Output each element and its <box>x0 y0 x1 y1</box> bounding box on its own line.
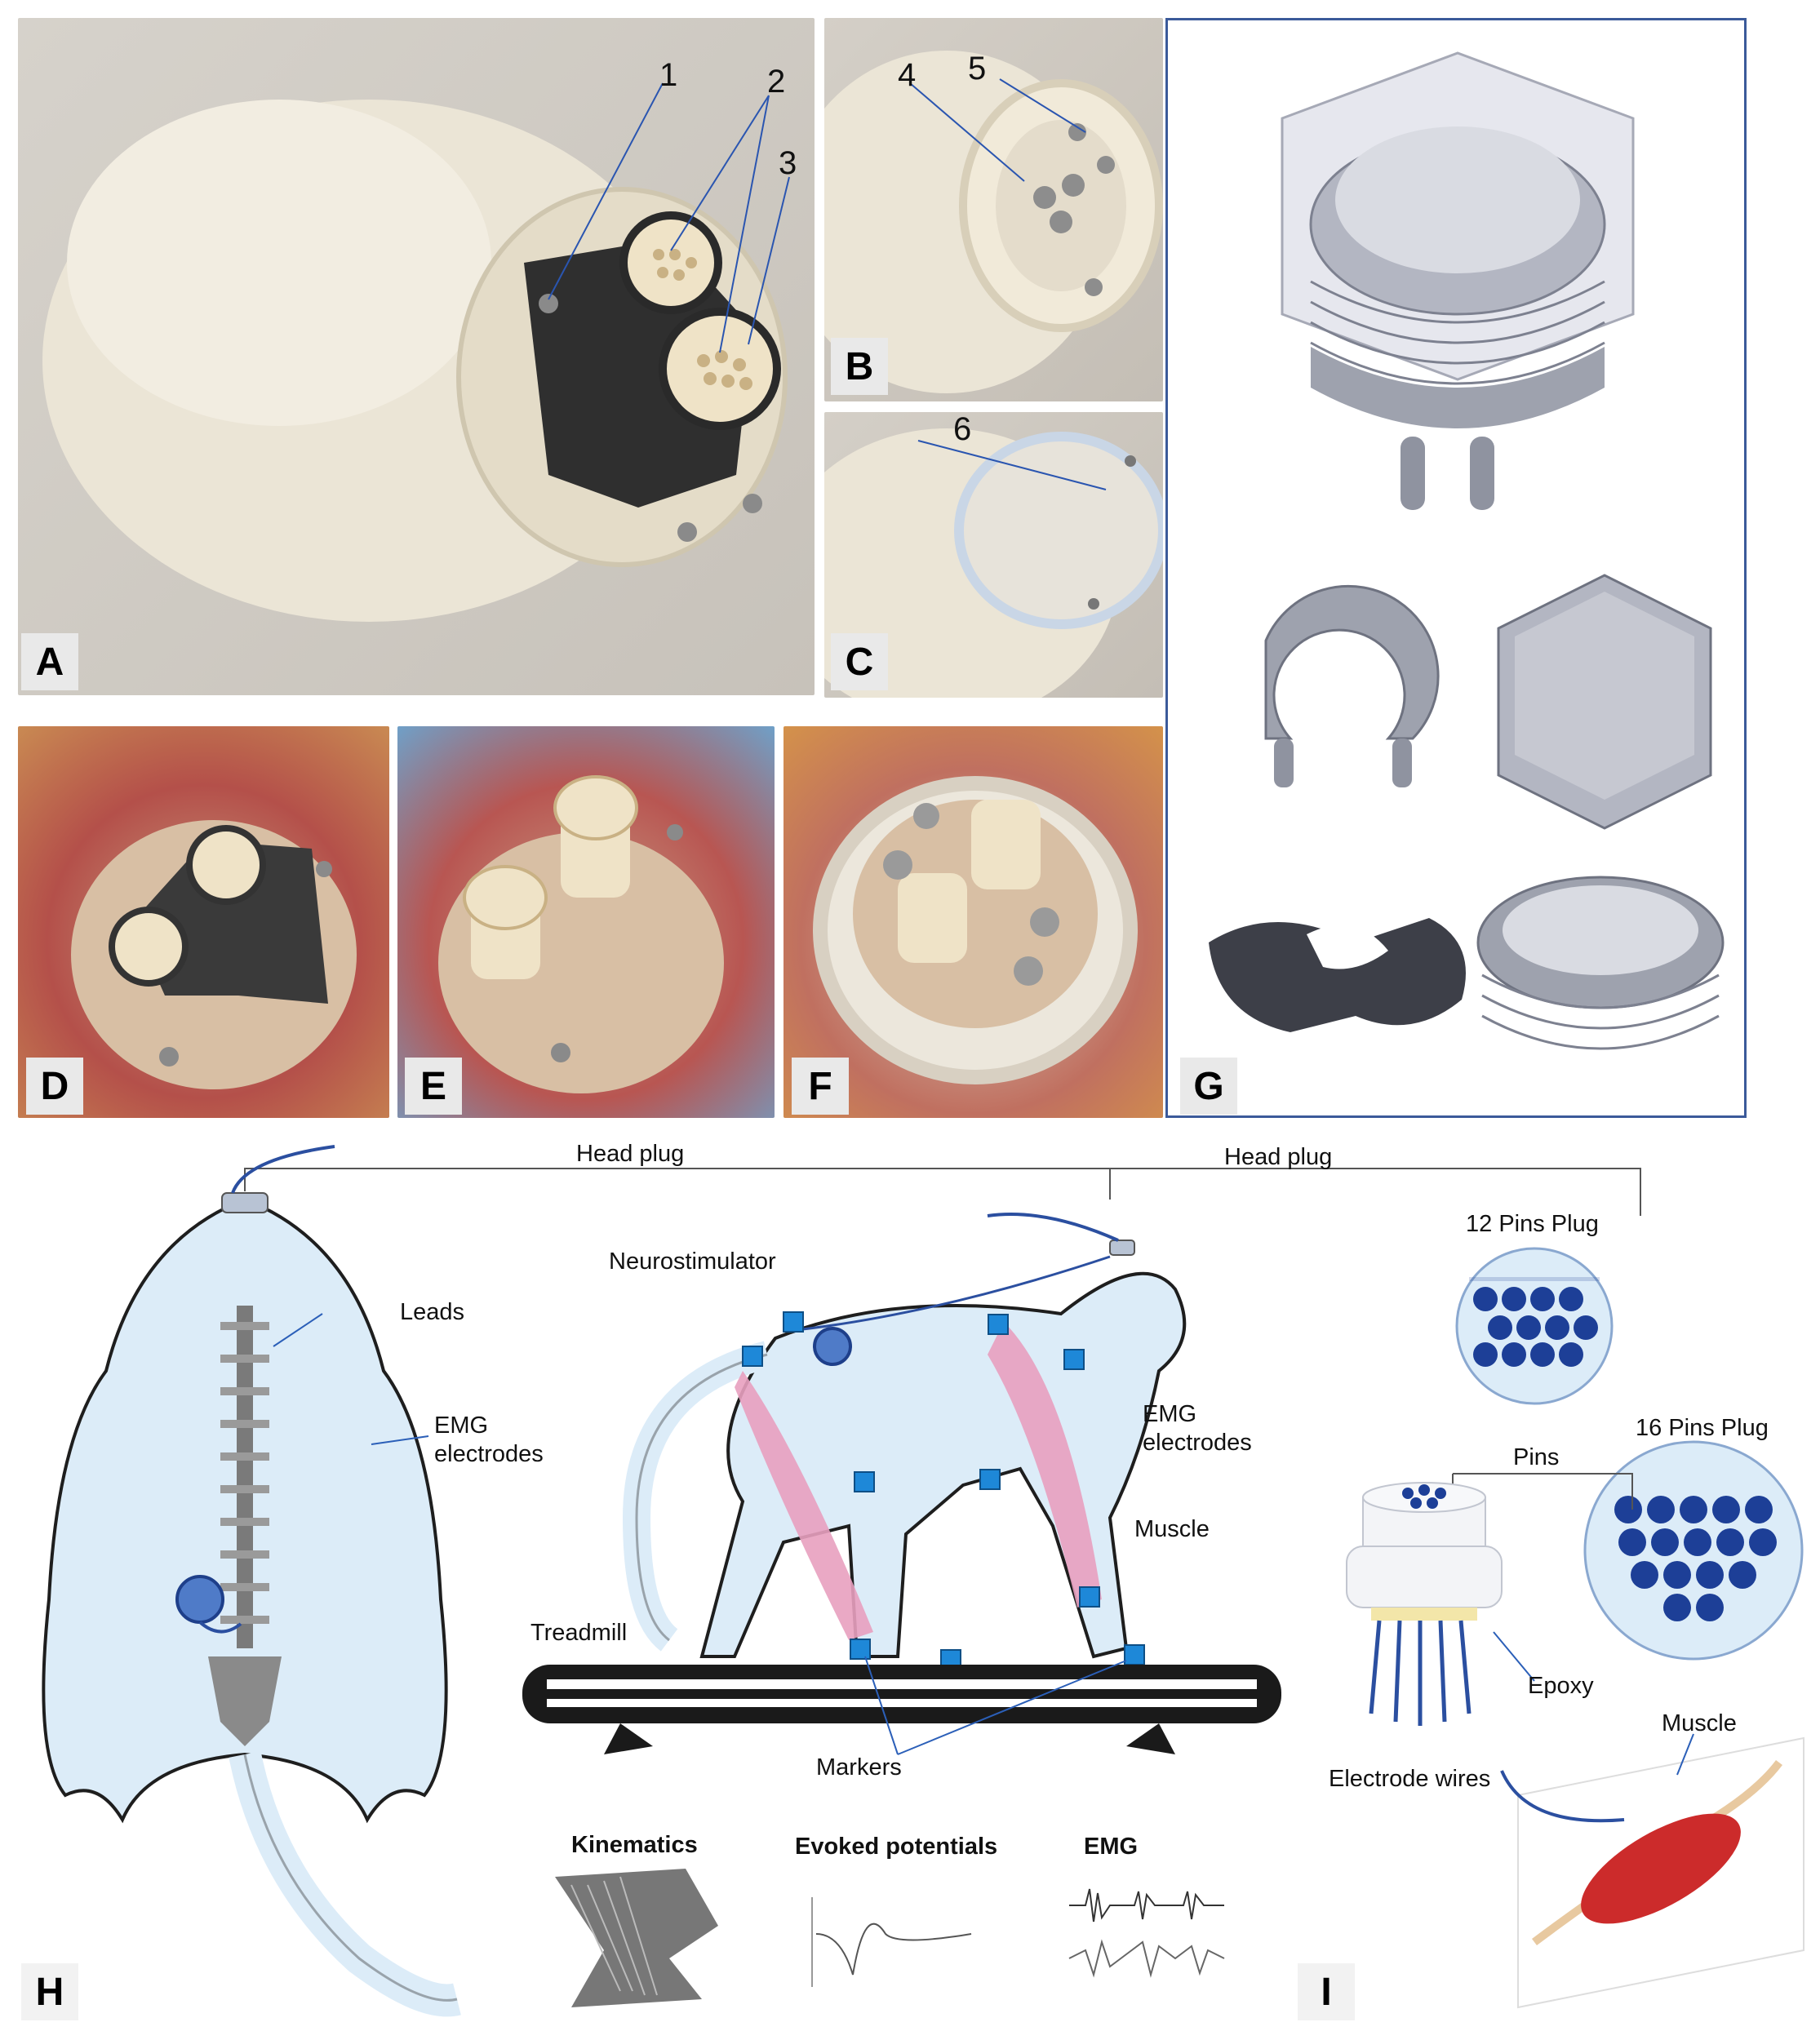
panel-letter-d: D <box>26 1058 83 1115</box>
surgical-implant-pedestals <box>438 775 724 1093</box>
kinematics-plot <box>555 1869 718 2007</box>
callout-3: 3 <box>779 145 797 181</box>
label-neurostimulator: Neurostimulator <box>609 1248 776 1275</box>
cad-components <box>1209 51 1725 1050</box>
panel-letter-f: F <box>792 1058 849 1115</box>
label-kinematics: Kinematics <box>571 1832 698 1858</box>
surgical-implant-cap-ring <box>813 776 1138 1084</box>
skull-with-cap-base <box>824 51 1163 393</box>
label-leads: Leads <box>400 1299 465 1325</box>
callout-6: 6 <box>953 411 972 447</box>
callout-5: 5 <box>968 51 987 86</box>
panel-letter-a: A <box>21 633 78 690</box>
label-12-pins-plug: 12 Pins Plug <box>1466 1211 1599 1237</box>
label-16-pins-plug: 16 Pins Plug <box>1636 1415 1769 1441</box>
muscle-illustration <box>1500 1733 1804 2009</box>
label-treadmill: Treadmill <box>530 1620 628 1646</box>
surgical-implant-black-guide <box>71 820 357 1089</box>
evoked-potentials-plot <box>811 1897 972 1987</box>
skull-model-illustration <box>42 82 790 622</box>
plug-12-pins-circle <box>1455 1247 1614 1405</box>
callout-4: 4 <box>898 57 917 93</box>
label-muscle-mid: Muscle <box>1134 1516 1210 1542</box>
label-evoked-potentials: Evoked potentials <box>795 1834 998 1860</box>
plug-16-pins-circle <box>1583 1440 1804 1661</box>
monkey-back-view <box>42 1145 461 2017</box>
label-pins: Pins <box>1513 1444 1560 1470</box>
panel-letter-e: E <box>405 1058 462 1115</box>
panel-letter-g: G <box>1180 1058 1237 1115</box>
label-epoxy: Epoxy <box>1528 1673 1594 1699</box>
label-markers: Markers <box>816 1754 902 1781</box>
panel-letter-i: I <box>1298 1963 1355 2020</box>
panel-letter-c: C <box>831 633 888 690</box>
panel-f-photo <box>783 726 1163 1118</box>
callout-2: 2 <box>767 64 786 100</box>
emg-plot <box>1068 1888 1225 1978</box>
head-plug-link-line <box>1110 1168 1641 1216</box>
label-emg-electrodes-mid: EMG electrodes <box>1143 1401 1252 1456</box>
skull-with-cap-lid <box>824 428 1163 698</box>
label-emg-electrodes-left: EMG electrodes <box>434 1412 544 1467</box>
label-emg: EMG <box>1084 1834 1139 1860</box>
monkey-side-view <box>522 1213 1281 1755</box>
callout-1: 1 <box>659 57 678 93</box>
panel-e-photo <box>397 726 775 1118</box>
panel-letter-b: B <box>831 338 888 395</box>
panel-letter-h: H <box>21 1963 78 2020</box>
label-muscle-right: Muscle <box>1662 1710 1737 1736</box>
panel-g-cad <box>1165 18 1747 1118</box>
panel-c-photo <box>824 412 1163 698</box>
panel-a-photo <box>18 18 815 695</box>
label-head-plug-right: Head plug <box>1224 1144 1333 1170</box>
panel-d-photo <box>18 726 389 1118</box>
label-electrode-wires: Electrode wires <box>1329 1766 1491 1792</box>
label-head-plug-left: Head plug <box>576 1141 685 1167</box>
panel-b-photo <box>824 18 1163 401</box>
